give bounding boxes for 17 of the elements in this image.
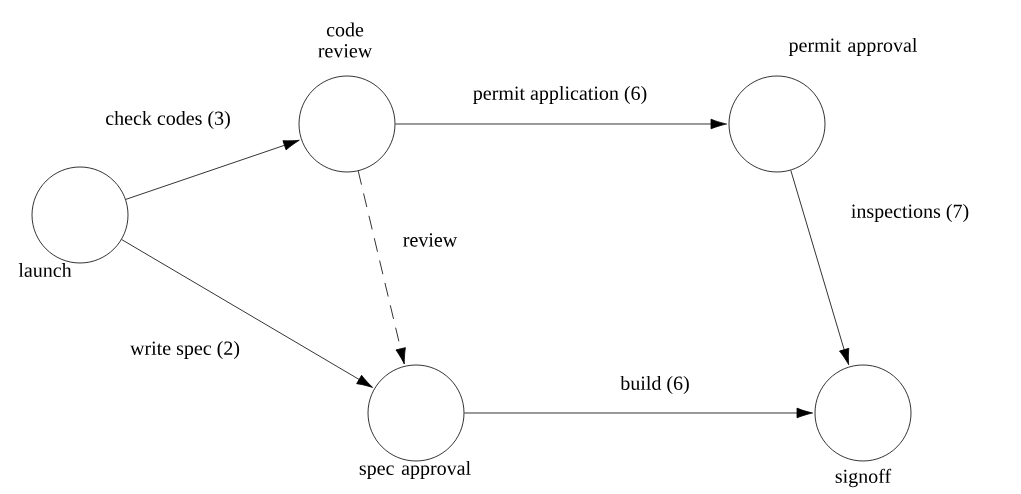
edge-label: write spec (2) xyxy=(129,339,241,361)
edge-label: permit application (6) xyxy=(471,84,649,106)
arrow xyxy=(395,118,727,130)
node-label: signoff xyxy=(835,468,892,488)
arrow xyxy=(357,170,406,365)
edge-label: review xyxy=(401,232,459,248)
arrow xyxy=(790,170,850,366)
node-label: code review xyxy=(318,22,373,58)
arrow xyxy=(464,407,813,419)
edge-label: build (6) xyxy=(619,374,691,396)
node-label: permit approval xyxy=(788,37,918,57)
node-label: launch xyxy=(18,262,72,278)
arrow xyxy=(125,139,300,200)
arrow xyxy=(121,239,373,388)
edge-label: inspections (7) xyxy=(849,202,971,224)
edge-label: check codes (3) xyxy=(104,109,232,131)
node-label: spec approval xyxy=(359,460,471,480)
